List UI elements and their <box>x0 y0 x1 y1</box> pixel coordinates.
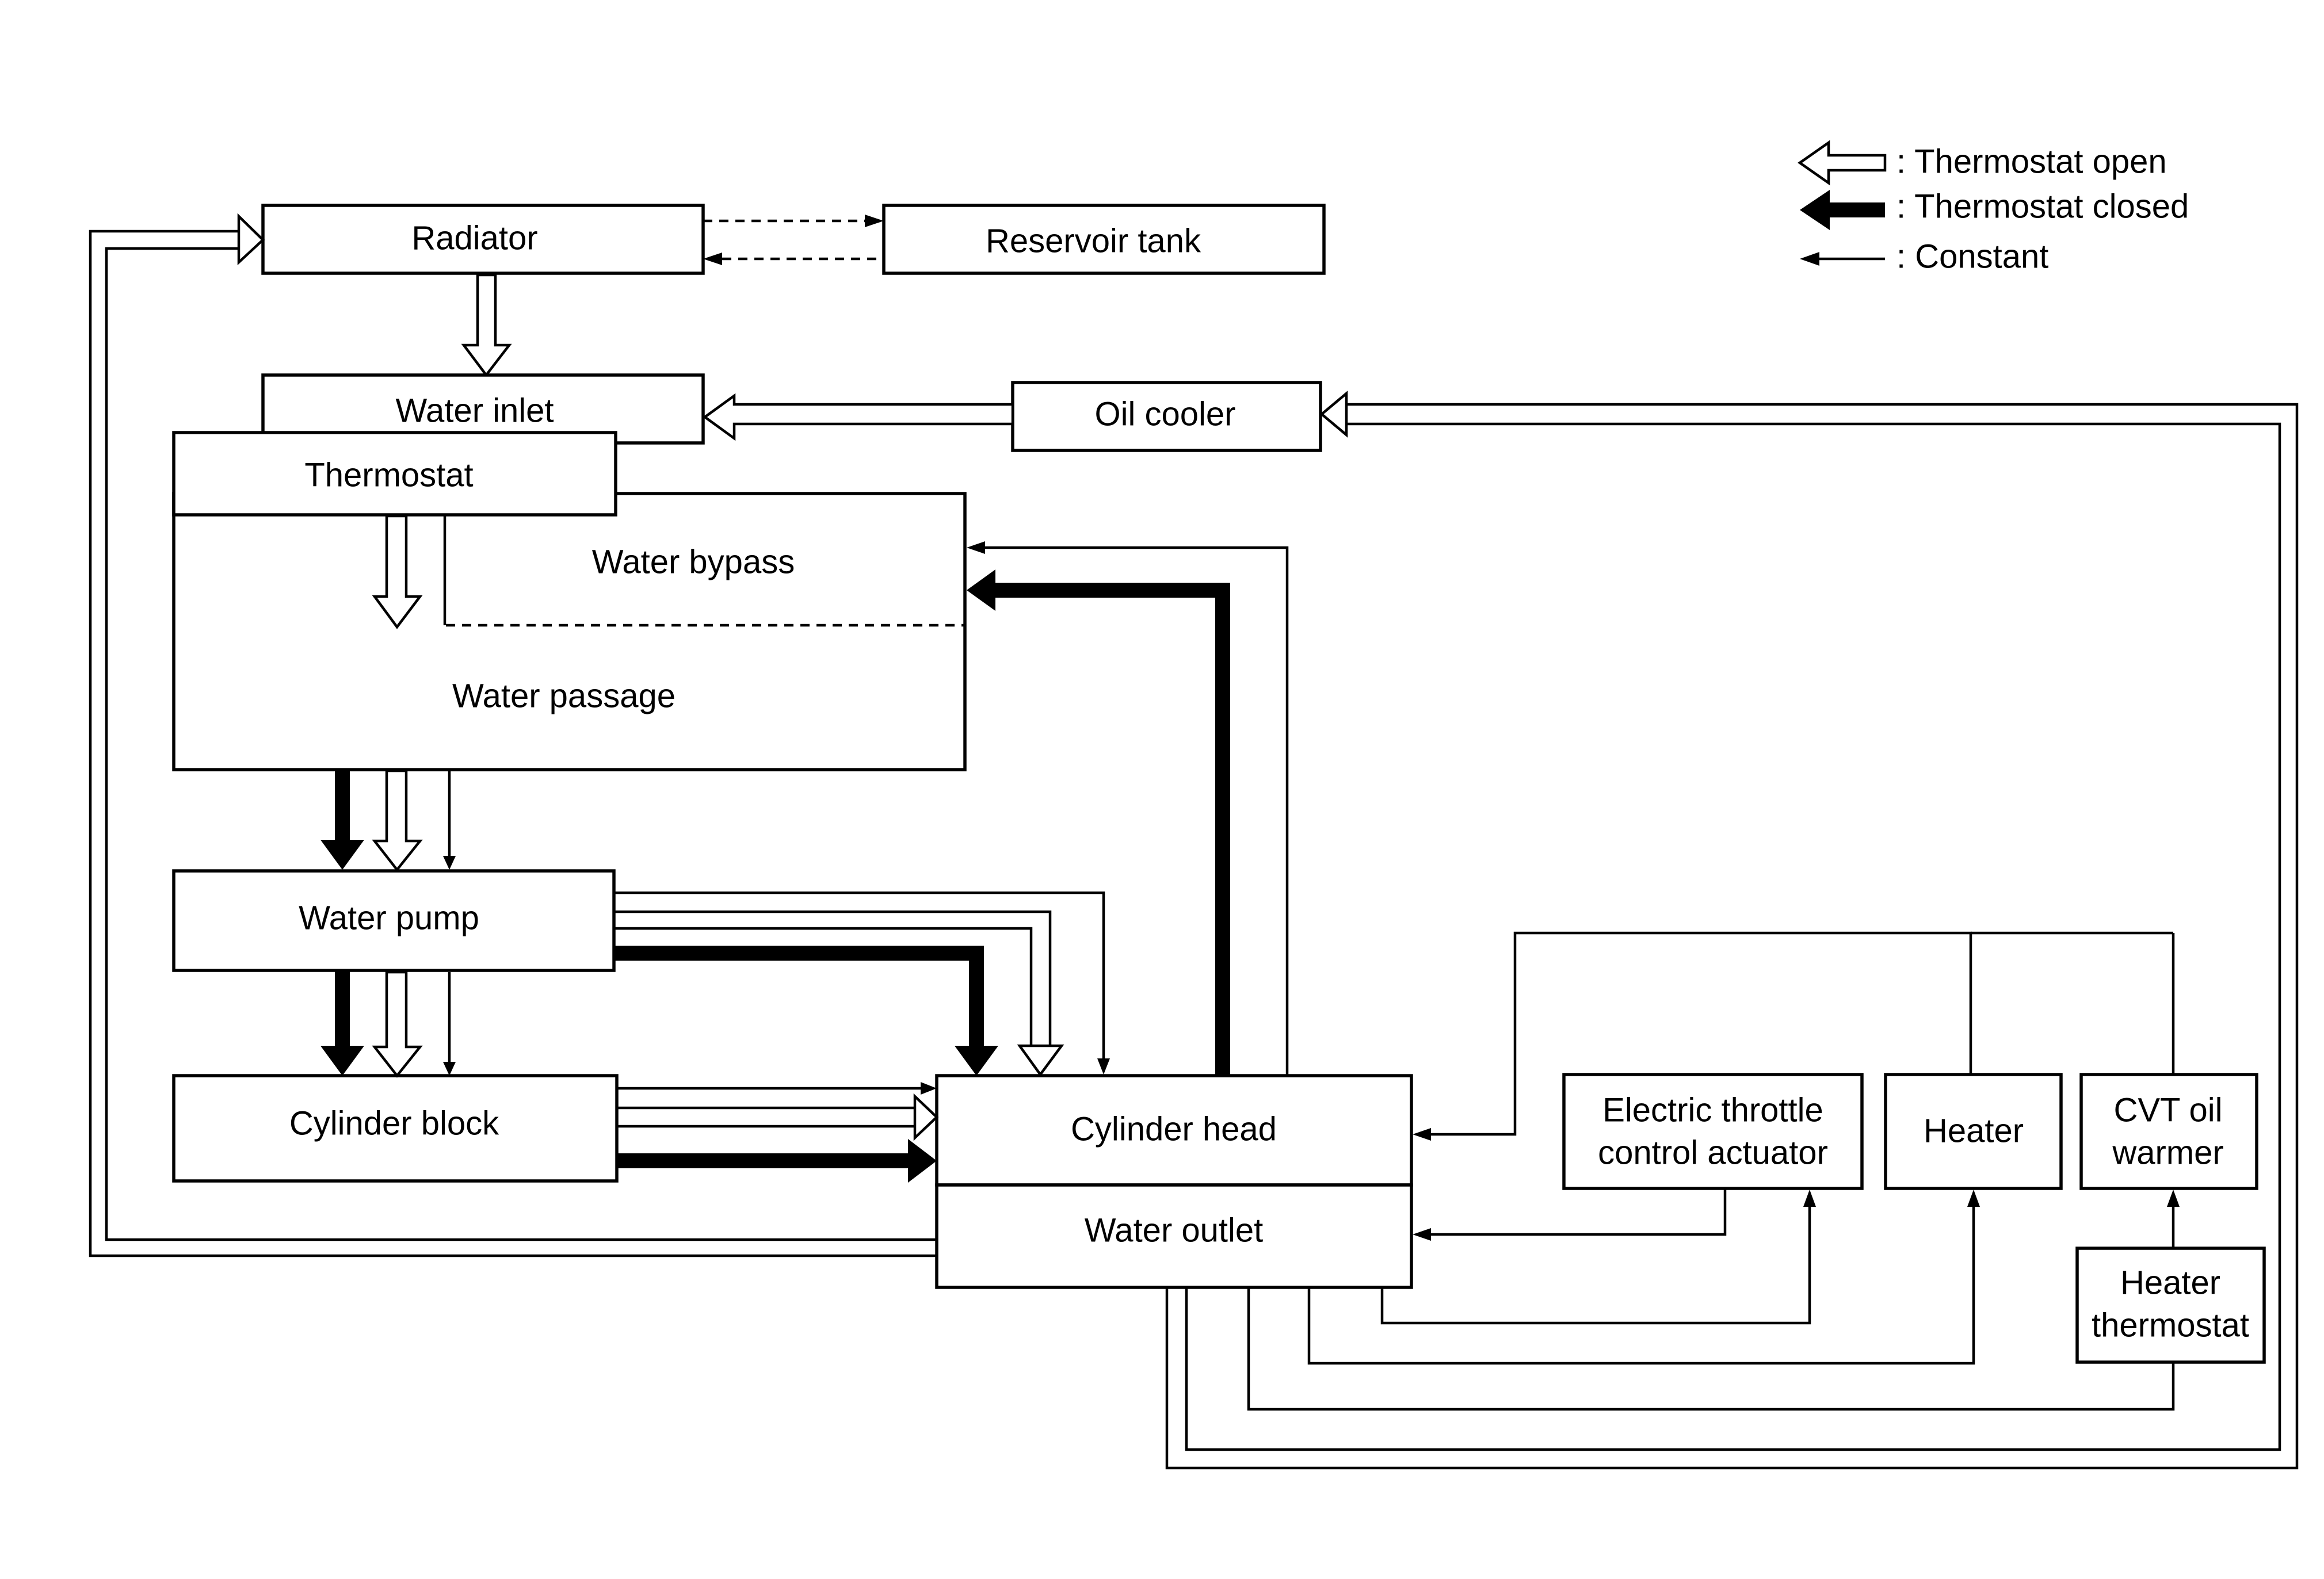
pump-to-block-arrows <box>320 970 456 1078</box>
cylinder-head-label: Cylinder head <box>1071 1110 1277 1148</box>
outlet-to-heater-thermostat-pipe <box>1247 1287 2175 1411</box>
water-passage-label: Water passage <box>452 677 676 714</box>
electric-throttle-label-2: control actuator <box>1598 1134 1828 1171</box>
radiator-label: Radiator <box>411 219 537 257</box>
legend: : Thermostat open : Thermostat closed : … <box>1798 140 2189 275</box>
oil-cooler-label: Oil cooler <box>1095 395 1236 433</box>
thermostat-label: Thermostat <box>304 456 473 494</box>
electric-throttle-box <box>1562 1073 1864 1190</box>
radiator-reservoir-dashed-lines <box>703 215 884 265</box>
legend-closed-arrow-icon <box>1800 190 1885 230</box>
cylinder-head-box <box>935 1074 1413 1187</box>
water-bypass-label: Water bypass <box>592 543 795 580</box>
reservoir-tank-box <box>882 204 1326 275</box>
head-to-bypass-thin-pipe <box>967 541 1289 1076</box>
return-to-head-pipe <box>1413 931 2175 1141</box>
legend-constant-label: : Constant <box>1896 238 2048 275</box>
water-inlet-label: Water inlet <box>395 392 554 429</box>
thermostat-to-passage-arrow <box>372 514 423 629</box>
reservoir-tank-label: Reservoir tank <box>986 222 1201 259</box>
water-outlet-label: Water outlet <box>1085 1211 1264 1249</box>
heater-thermostat-label-1: Heater <box>2120 1264 2220 1301</box>
cvt-oil-warmer-label-2: warmer <box>2112 1134 2223 1171</box>
heater-thermostat-box <box>2075 1247 2266 1364</box>
electric-throttle-label-1: Electric throttle <box>1602 1091 1823 1129</box>
heater-thermostat-label-2: thermostat <box>2092 1306 2249 1344</box>
legend-open-arrow-icon <box>1798 140 1887 186</box>
cylinder-block-box <box>172 1074 619 1183</box>
legend-open-label: : Thermostat open <box>1896 143 2167 180</box>
outlet-to-radiator-pipe <box>89 213 937 1257</box>
throttle-to-outlet-pipe <box>1413 1188 1727 1241</box>
outlet-to-heater-pipe <box>1307 1190 1980 1365</box>
radiator-box <box>261 204 705 275</box>
water-outlet-box <box>935 1183 1413 1289</box>
outlet-to-throttle-pipe <box>1380 1190 1816 1325</box>
water-pump-box <box>172 869 616 972</box>
legend-closed-label: : Thermostat closed <box>1896 188 2189 225</box>
head-to-bypass-thick-pipe <box>967 569 1230 1076</box>
radiator-to-inlet-arrow <box>461 273 512 377</box>
heater-thermostat-to-cvt-pipe <box>2167 1190 2180 1248</box>
cvt-oil-warmer-box <box>2079 1073 2258 1190</box>
outlet-to-oil-cooler-pipe <box>1165 391 2299 1470</box>
legend-constant-arrow-icon <box>1800 252 1819 266</box>
water-pump-label: Water pump <box>299 899 479 936</box>
cylinder-block-label: Cylinder block <box>289 1104 499 1142</box>
cvt-oil-warmer-label-1: CVT oil <box>2113 1091 2222 1129</box>
block-to-head-pipes <box>617 1082 939 1183</box>
oil-cooler-box <box>1011 381 1322 452</box>
heater-label: Heater <box>1924 1112 2024 1149</box>
passage-to-pump-arrows <box>320 769 456 872</box>
pump-to-head-pipes <box>614 891 1110 1077</box>
oil-cooler-to-inlet-arrow <box>703 393 1014 441</box>
heater-box <box>1884 1073 2063 1190</box>
water-bypass-region <box>172 492 967 771</box>
